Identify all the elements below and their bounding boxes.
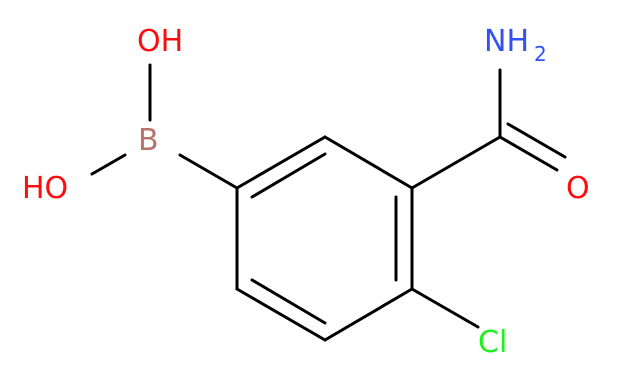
bond-carbonyl-1 (498, 135, 559, 172)
ring-double-bond-inner-1 (250, 152, 327, 199)
ring-bond-c1-c2 (235, 135, 327, 190)
atom-labels: OH HO B NH 2 O Cl (22, 24, 590, 360)
ring-bond-c5-c6 (235, 287, 327, 342)
atom-label-amine: NH (484, 24, 529, 59)
bonds (90, 63, 567, 342)
atom-label-oh-left: HO (22, 171, 68, 206)
bond-ring-to-chlorine (410, 287, 480, 329)
bond-boron-to-left-oh (90, 153, 127, 176)
atom-label-boron: B (138, 123, 159, 158)
ring-double-bond-inner-3 (250, 278, 327, 325)
atom-label-chlorine: Cl (478, 325, 507, 360)
bond-carbonyl-2 (506, 122, 567, 159)
ring-bond-c2-c3 (323, 135, 414, 190)
bond-ring-to-amide-carbon (410, 135, 502, 190)
bond-ring-to-boron (178, 153, 239, 190)
ring-bond-c4-c5 (323, 287, 414, 342)
atom-label-carbonyl-oxygen: O (566, 171, 590, 206)
atom-label-oh-top: OH (137, 24, 183, 59)
atom-label-amine-subscript: 2 (534, 42, 547, 66)
